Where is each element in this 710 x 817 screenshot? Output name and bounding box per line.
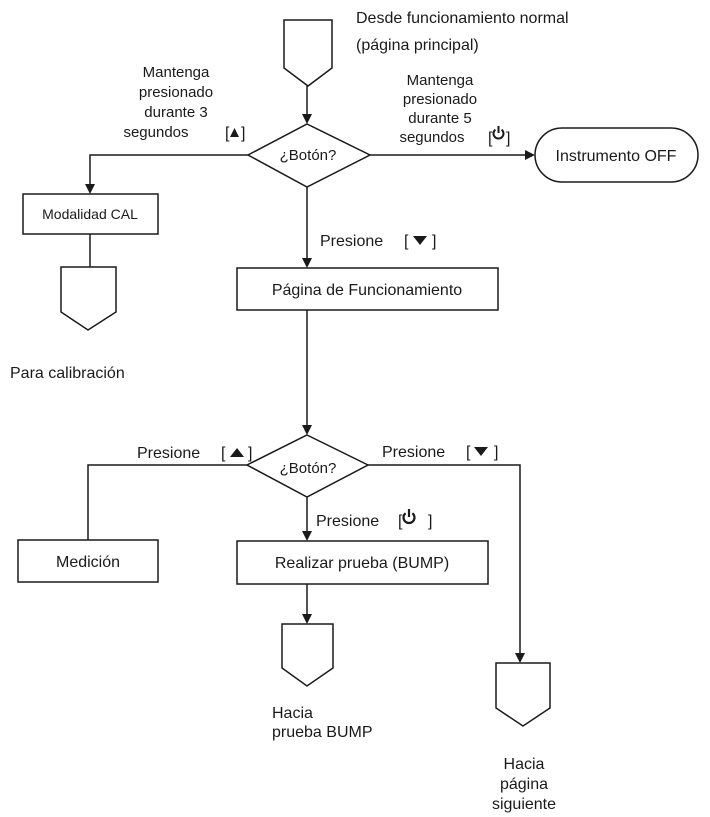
arrowhead-to-operation [302,258,312,268]
connector-decision2-to-next [368,464,521,653]
hold-off-bracket-close: ] [506,130,510,147]
to-bump-line2: prueba BUMP [272,724,373,741]
decision-diamond-1 [246,123,372,188]
to-next-line2: página [500,776,548,793]
connector-decision2-to-measurement [87,464,247,540]
hold-off-line2: presionado [403,91,477,108]
to-next-line3: siguiente [492,796,556,813]
hold-cal-line2: presionado [139,84,213,101]
to-bump-line1: Hacia [272,705,313,722]
press-down-bracket-close: ] [432,233,436,250]
hold-cal-line3: durante 3 [144,104,207,121]
arrowhead-to-cal [85,184,95,194]
operation-page-box [236,267,499,311]
hold-off-line4: segundos [399,129,464,146]
to-next-line1: Hacia [504,756,545,773]
arrowhead-to-bump [302,531,312,541]
offpage-connector-bump [281,623,334,687]
press-power-bracket-open: [ [398,513,403,530]
top-note-line1: Desde funcionamiento normal [356,10,569,27]
instrument-off-label: Instrumento OFF [556,148,677,165]
decision-diamond-2 [245,434,370,498]
press-down2-bracket-close: ] [494,444,498,461]
hold-off-bracket-open: [ [488,130,493,147]
press-power-bracket-close: ] [428,513,432,530]
operation-page-label: Página de Funcionamiento [272,282,462,299]
up-triangle-icon [230,128,239,137]
arrowhead-to-next [515,653,525,663]
offpage-connector-next [495,662,551,727]
hold-off-line3: durante 5 [408,110,471,127]
press-power-label: Presione [316,513,379,530]
measurement-box [17,539,159,583]
bump-test-box [236,540,489,585]
press-up-bracket-close: ] [248,445,252,462]
hold-off-line1: Mantenga [407,72,474,89]
press-down2-bracket-open: [ [466,444,471,461]
down-triangle-icon [413,236,427,245]
up-triangle-icon [230,448,244,457]
offpage-connector-start [283,19,333,87]
press-down2-label: Presione [382,444,445,461]
cal-mode-label: Modalidad CAL [42,206,138,222]
down-triangle-icon [474,447,488,456]
power-icon [402,509,416,525]
hold-cal-line4: segundos [123,124,188,141]
hold-cal-line1: Mantenga [143,64,210,81]
arrowhead-to-bump-offpage [302,614,312,624]
power-icon [492,126,505,140]
top-note-line2: (página principal) [356,37,479,54]
bump-test-label: Realizar prueba (BUMP) [275,555,449,572]
arrowhead-to-off [525,150,535,160]
measurement-label: Medición [56,554,120,571]
arrowhead-to-decision [302,114,312,124]
hold-cal-bracket-close: ] [241,125,245,142]
decision2-label: ¿Botón? [280,460,337,477]
press-up-bracket-open: [ [221,445,226,462]
press-up-label: Presione [137,445,200,462]
arrowhead-to-decision2 [302,425,312,435]
offpage-connector-cal [60,266,117,331]
for-calibration-label: Para calibración [10,365,125,382]
instrument-off-terminator [534,127,699,183]
hold-cal-bracket-open: [ [225,125,230,142]
connector-decision-to-cal [89,154,248,184]
cal-mode-box [22,193,159,235]
press-down-label: Presione [320,233,383,250]
press-down-bracket-open: [ [404,233,409,250]
decision-label: ¿Botón? [280,147,337,164]
